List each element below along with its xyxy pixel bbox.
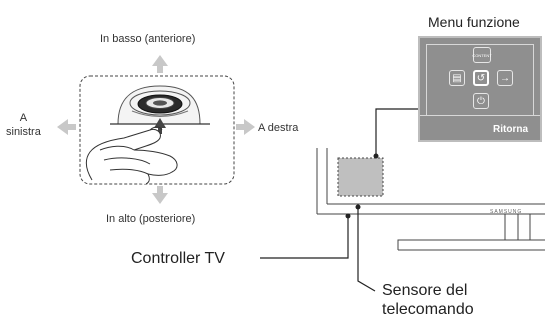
remote-sensor-area <box>337 157 384 197</box>
label-up-back: In alto (posteriore) <box>106 213 196 225</box>
sensor-label-line1: Sensore del <box>382 282 468 299</box>
arrow-down <box>152 186 168 204</box>
controller-tv-label: Controller TV <box>131 250 225 267</box>
controller-callout-line <box>260 216 349 259</box>
menu-bottom-bar: Ritorna <box>420 115 540 140</box>
tv-brand-logo: SAMSUNG <box>490 209 523 215</box>
return-icon[interactable]: ↺ <box>473 70 489 86</box>
arrow-right <box>236 119 255 135</box>
function-menu-panel: CONTENT ▤ ↺ → ⏻ Ritorna <box>418 36 542 142</box>
sensor-callout-line <box>357 207 376 292</box>
controller-frame <box>79 75 235 185</box>
menu-connector-line <box>375 108 418 156</box>
power-icon[interactable]: ⏻ <box>473 93 489 109</box>
tv-outline <box>316 148 545 251</box>
sensor-label-line2: telecomando <box>382 301 474 318</box>
label-left: A sinistra <box>6 112 41 138</box>
controller-knob-illustration <box>110 85 210 134</box>
source-icon[interactable]: → <box>497 70 513 86</box>
label-right: A destra <box>258 122 299 134</box>
arrow-left <box>57 119 76 135</box>
menu-icon[interactable]: ▤ <box>449 70 465 86</box>
menu-title: Menu funzione <box>428 14 520 30</box>
return-label[interactable]: Ritorna <box>493 124 528 135</box>
menu-buttons-area: CONTENT ▤ ↺ → ⏻ <box>426 44 534 116</box>
hand-illustration <box>85 126 178 185</box>
arrow-up <box>152 55 168 73</box>
label-down-front: In basso (anteriore) <box>100 33 196 45</box>
content-button[interactable]: CONTENT <box>472 47 492 63</box>
